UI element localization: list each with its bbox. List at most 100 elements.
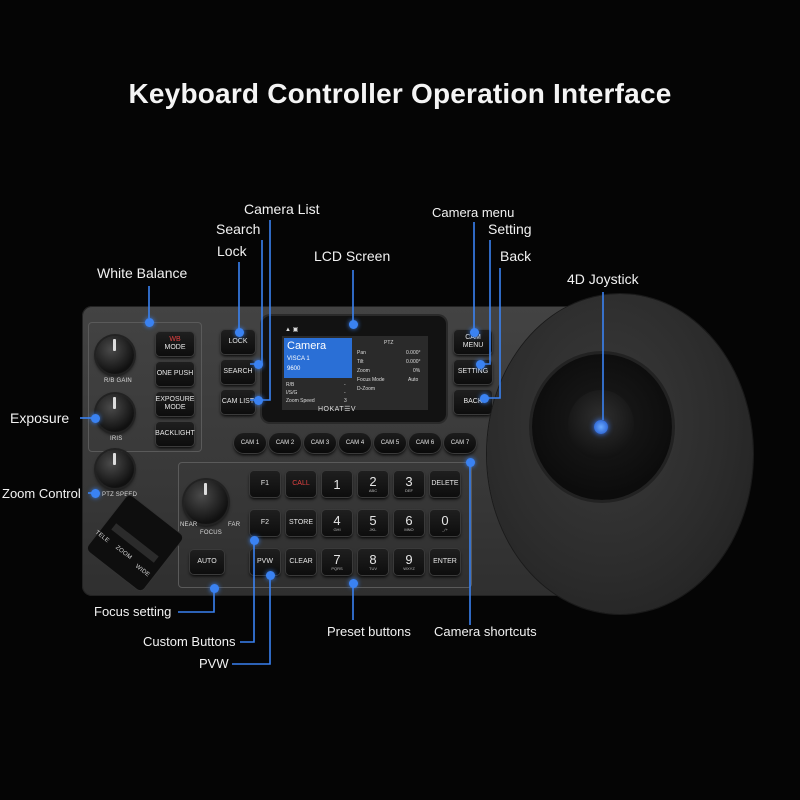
lcd-left-value-0: - — [344, 382, 346, 388]
call-label: CALL — [292, 480, 310, 487]
lcd-right-label-0: Pan — [357, 350, 366, 356]
backlight-label: BACKLIGHT — [155, 430, 195, 437]
lcd-left-label-2: Zoom Speed — [286, 398, 315, 404]
delete-button[interactable]: DELETE — [430, 471, 460, 497]
clear-button[interactable]: CLEAR — [286, 549, 316, 575]
iris-label: IRIS — [110, 436, 123, 442]
callout-focus-line — [178, 588, 215, 613]
cam-4-button[interactable]: CAM 4 — [339, 433, 371, 453]
label-exposure: Exposure — [10, 410, 70, 426]
one-push-label: ONE PUSH — [156, 370, 194, 377]
lcd-right-value-0: 0.000° — [406, 350, 421, 356]
exposure-mode-button[interactable]: EXPOSURE MODE — [156, 392, 194, 416]
label-white-balance: White Balance — [97, 265, 188, 281]
f2-button[interactable]: F2 — [250, 510, 280, 536]
lcd-right-label-3: Focus Mode — [357, 377, 385, 383]
callout-dot-setting — [476, 360, 485, 369]
cam-menu-button-label: CAM MENU — [462, 334, 484, 349]
callout-dot-exposure — [91, 414, 100, 423]
setting-button-label: SETTING — [457, 368, 489, 375]
key-1-button[interactable]: 1 — [322, 471, 352, 497]
cam-menu-button[interactable]: CAM MENU — [454, 330, 492, 354]
wb-mode-button[interactable]: WB MODE — [156, 332, 194, 356]
key-4-letters: GHI — [333, 527, 341, 532]
cam-7-button[interactable]: CAM 7 — [444, 433, 476, 453]
label-pvw: PVW — [199, 656, 229, 671]
label-lcd-screen: LCD Screen — [314, 248, 391, 264]
callout-dot-focus — [210, 584, 219, 593]
backlight-button[interactable]: BACKLIGHT — [155, 422, 195, 446]
enter-button[interactable]: ENTER — [430, 549, 460, 575]
callout-camera-list-line — [250, 220, 271, 401]
label-back: Back — [500, 248, 532, 264]
key-2-letters: ABC — [368, 488, 378, 493]
f1-button[interactable]: F1 — [250, 471, 280, 497]
exposure-mode-line1: EXPOSURE — [155, 396, 195, 403]
ptz-speed-knob[interactable] — [96, 450, 134, 488]
key-9-letters: WXYZ — [403, 566, 415, 571]
callout-back-line — [485, 268, 501, 399]
callout-dot-pvw — [266, 571, 275, 580]
callout-setting-line — [480, 240, 491, 365]
key-6-digit: 6 — [405, 513, 413, 528]
cam-1-button[interactable]: CAM 1 — [234, 433, 266, 453]
callout-dot-camera-shortcuts — [466, 458, 475, 467]
cam-6-button[interactable]: CAM 6 — [409, 433, 441, 453]
brand-logo: HOKAT☰V — [318, 406, 357, 413]
key-6-letters: MNO — [404, 527, 414, 532]
search-button-label: SEARCH — [223, 368, 253, 375]
lcd-left-label-0: R/B — [286, 382, 295, 388]
clear-label: CLEAR — [289, 558, 313, 565]
store-button[interactable]: STORE — [286, 510, 316, 536]
callout-dot-back — [480, 394, 489, 403]
lcd-right-label-1: Tilt — [357, 359, 364, 365]
cam-list-button[interactable]: CAM LIST — [221, 390, 255, 414]
rb-gain-knob[interactable] — [96, 336, 134, 374]
lcd-status-icons: ▲ ▣ — [285, 327, 299, 333]
cam-3-button[interactable]: CAM 3 — [304, 433, 336, 453]
enter-label: ENTER — [433, 558, 457, 565]
lcd-camera-title: Camera — [287, 340, 327, 352]
focus-knob[interactable] — [184, 480, 228, 524]
key-1-digit: 1 — [333, 476, 341, 492]
ptz-speed-label: PTZ SPEED — [102, 492, 138, 498]
iris-knob[interactable] — [96, 394, 134, 432]
call-button[interactable]: CALL — [286, 471, 316, 497]
lcd-right-value-1: 0.000° — [406, 359, 421, 365]
key-2-digit: 2 — [369, 474, 377, 489]
rb-gain-label: R/B GAIN — [104, 378, 132, 384]
key-8-letters: TUV — [369, 566, 377, 571]
key-9-digit: 9 — [405, 552, 413, 567]
cam-5-button[interactable]: CAM 5 — [374, 433, 406, 453]
auto-button[interactable]: AUTO — [190, 550, 224, 574]
key-0-button[interactable]: 0_/+ — [430, 510, 460, 536]
callout-dot-preset — [349, 579, 358, 588]
pvw-button[interactable]: PVW — [250, 549, 280, 575]
key-7-letters: PQRS — [331, 566, 343, 571]
label-camera-shortcuts: Camera shortcuts — [434, 624, 537, 639]
label-zoom-control: Zoom Control — [2, 486, 81, 501]
search-button[interactable]: SEARCH — [221, 360, 255, 384]
lcd-baud: 9600 — [287, 366, 301, 372]
callout-dot-lcd — [349, 320, 358, 329]
label-joystick: 4D Joystick — [567, 271, 639, 287]
f1-label: F1 — [260, 480, 270, 487]
page-title: Keyboard Controller Operation Interface — [128, 78, 672, 109]
key-0-digit: 0 — [441, 513, 449, 528]
cam-list-button-label: CAM LIST — [221, 398, 255, 405]
lcd-right-value-3: Auto — [408, 377, 419, 383]
one-push-button[interactable]: ONE PUSH — [156, 362, 194, 386]
callout-dot-zoom — [91, 489, 100, 498]
cam-2-button[interactable]: CAM 2 — [269, 433, 301, 453]
key-8-digit: 8 — [369, 552, 377, 567]
